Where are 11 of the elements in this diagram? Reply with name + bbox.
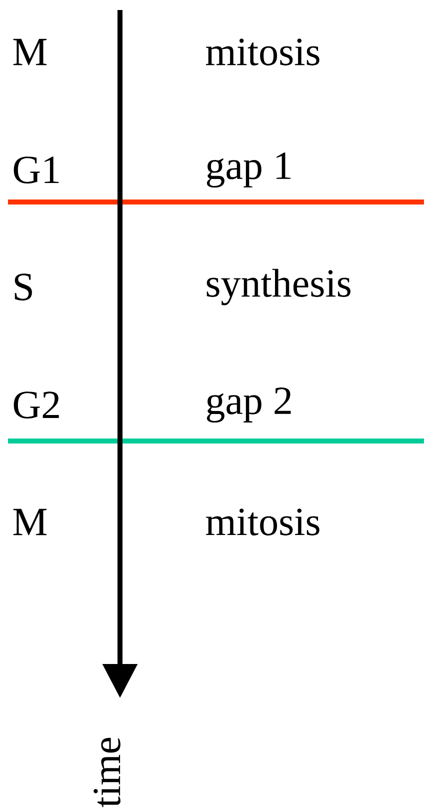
- phase-code: S: [14, 274, 32, 300]
- phase-code: M: [13, 38, 47, 66]
- phase-code: G1: [14, 156, 59, 184]
- phase-code: G2: [14, 392, 59, 418]
- phase-name: gap 1: [206, 152, 291, 188]
- phase-code: M: [13, 508, 47, 536]
- phase-name: mitosis: [206, 38, 320, 66]
- phase-name: mitosis: [206, 508, 320, 536]
- phase-name: synthesis: [206, 268, 350, 306]
- axis-label: time: [94, 738, 120, 808]
- phase-name: gap 2: [206, 387, 291, 423]
